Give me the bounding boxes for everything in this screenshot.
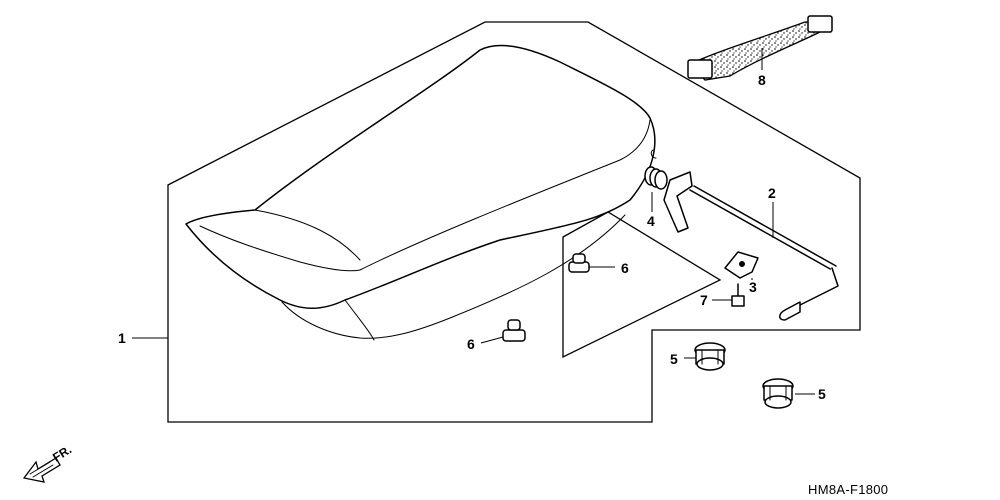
callout-7: 7 [700, 292, 708, 308]
callout-1: 1 [118, 330, 126, 346]
callout-8: 8 [758, 72, 766, 88]
spring [644, 149, 668, 190]
callout-4: 4 [647, 213, 655, 229]
seat-strap [687, 15, 833, 81]
front-arrow-icon [22, 457, 61, 483]
callout-6a: 6 [621, 260, 629, 276]
stopper-lower [762, 378, 794, 409]
callout-5a: 5 [670, 351, 678, 367]
figure-code: HM8A-F1800 [808, 482, 888, 497]
callout-6b: 6 [467, 336, 475, 352]
clip [724, 251, 759, 279]
assembly-frame [167, 21, 861, 423]
callout-3: 3 [749, 279, 757, 295]
cushion-lower [502, 319, 526, 342]
front-direction-indicator: FR. [22, 442, 74, 483]
leader-6b [480, 336, 504, 344]
callout-5b: 5 [818, 386, 826, 402]
seat-lock-rod [663, 171, 839, 321]
cushion-upper [568, 253, 590, 273]
subassembly-frame [562, 211, 722, 359]
seat [185, 44, 656, 341]
bolt [731, 283, 745, 307]
stopper-upper [694, 342, 726, 371]
callout-2: 2 [768, 185, 776, 201]
